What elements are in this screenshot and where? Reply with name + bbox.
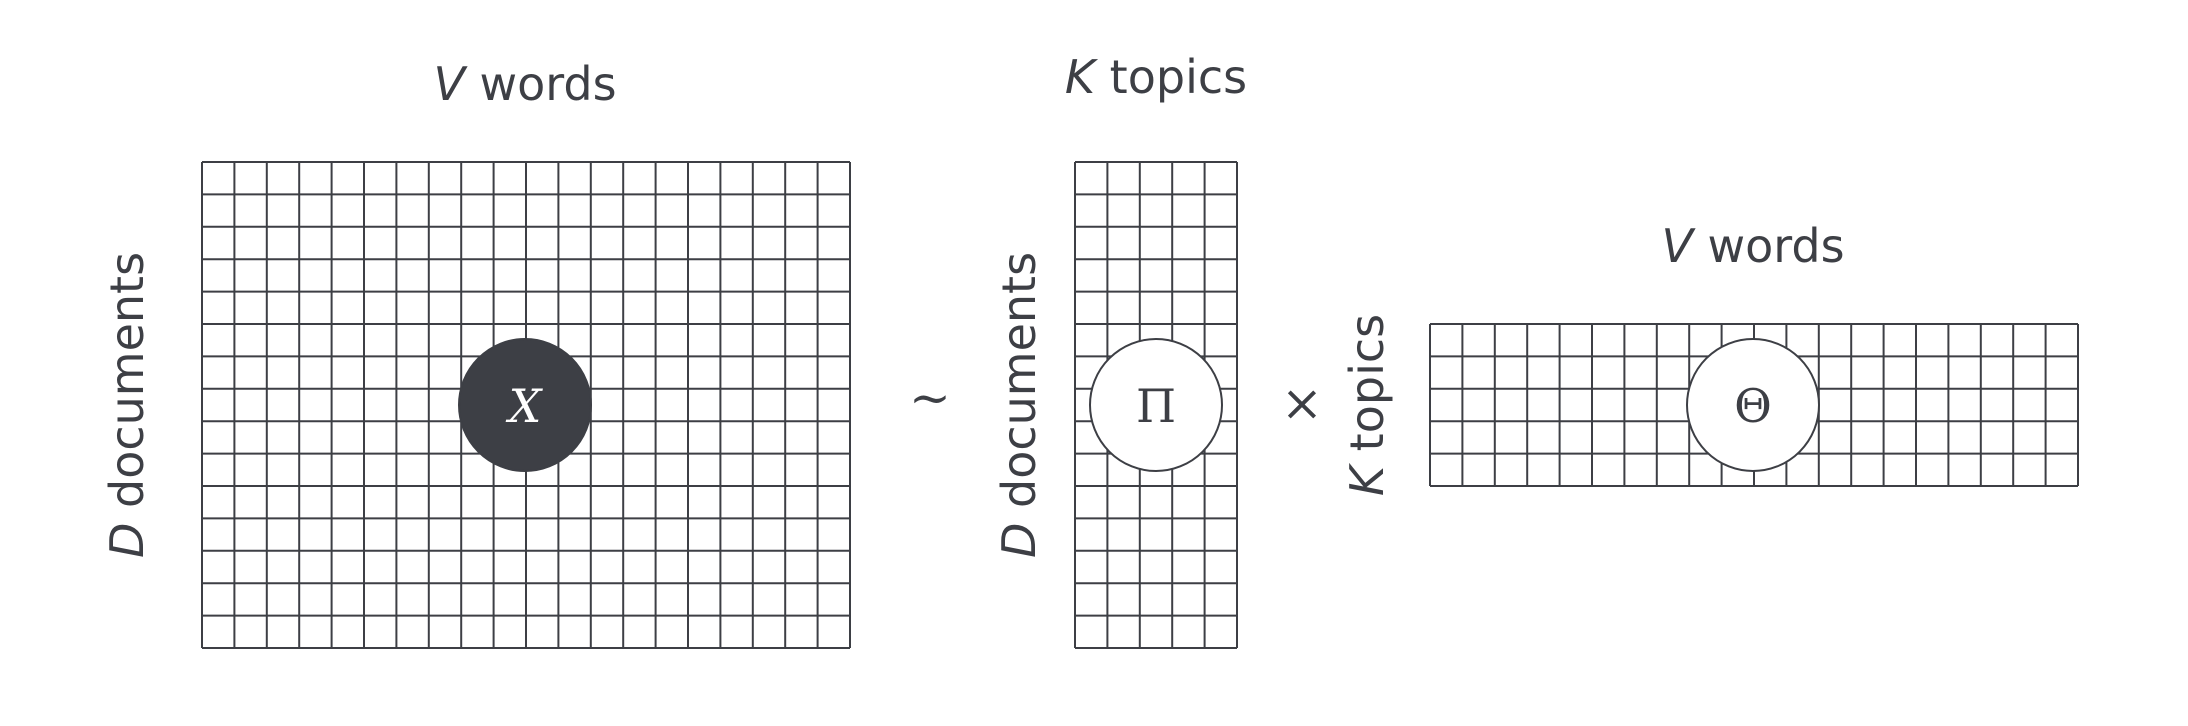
matrix-pi-rows-label: D documents bbox=[992, 252, 1046, 558]
matrix-pi-circle bbox=[1089, 338, 1223, 472]
matrix-x-rows-label: D documents bbox=[100, 252, 154, 558]
matrix-theta-symbol: Θ bbox=[1734, 379, 1772, 433]
approx-operator: ~ bbox=[909, 369, 951, 427]
matrix-theta-columns-label: V words bbox=[1661, 219, 1844, 273]
matrix-theta-rows-label: K topics bbox=[1340, 314, 1394, 496]
matrix-pi-symbol: Π bbox=[1136, 379, 1176, 433]
matrix-x-symbol: X bbox=[506, 379, 544, 433]
matrix-x-circle bbox=[458, 338, 592, 472]
matrix-theta-circle bbox=[1686, 338, 1820, 472]
matrix-pi-columns-label: K topics bbox=[1065, 50, 1247, 104]
matrix-x-columns-label: V words bbox=[433, 57, 616, 111]
times-operator: × bbox=[1281, 374, 1323, 432]
